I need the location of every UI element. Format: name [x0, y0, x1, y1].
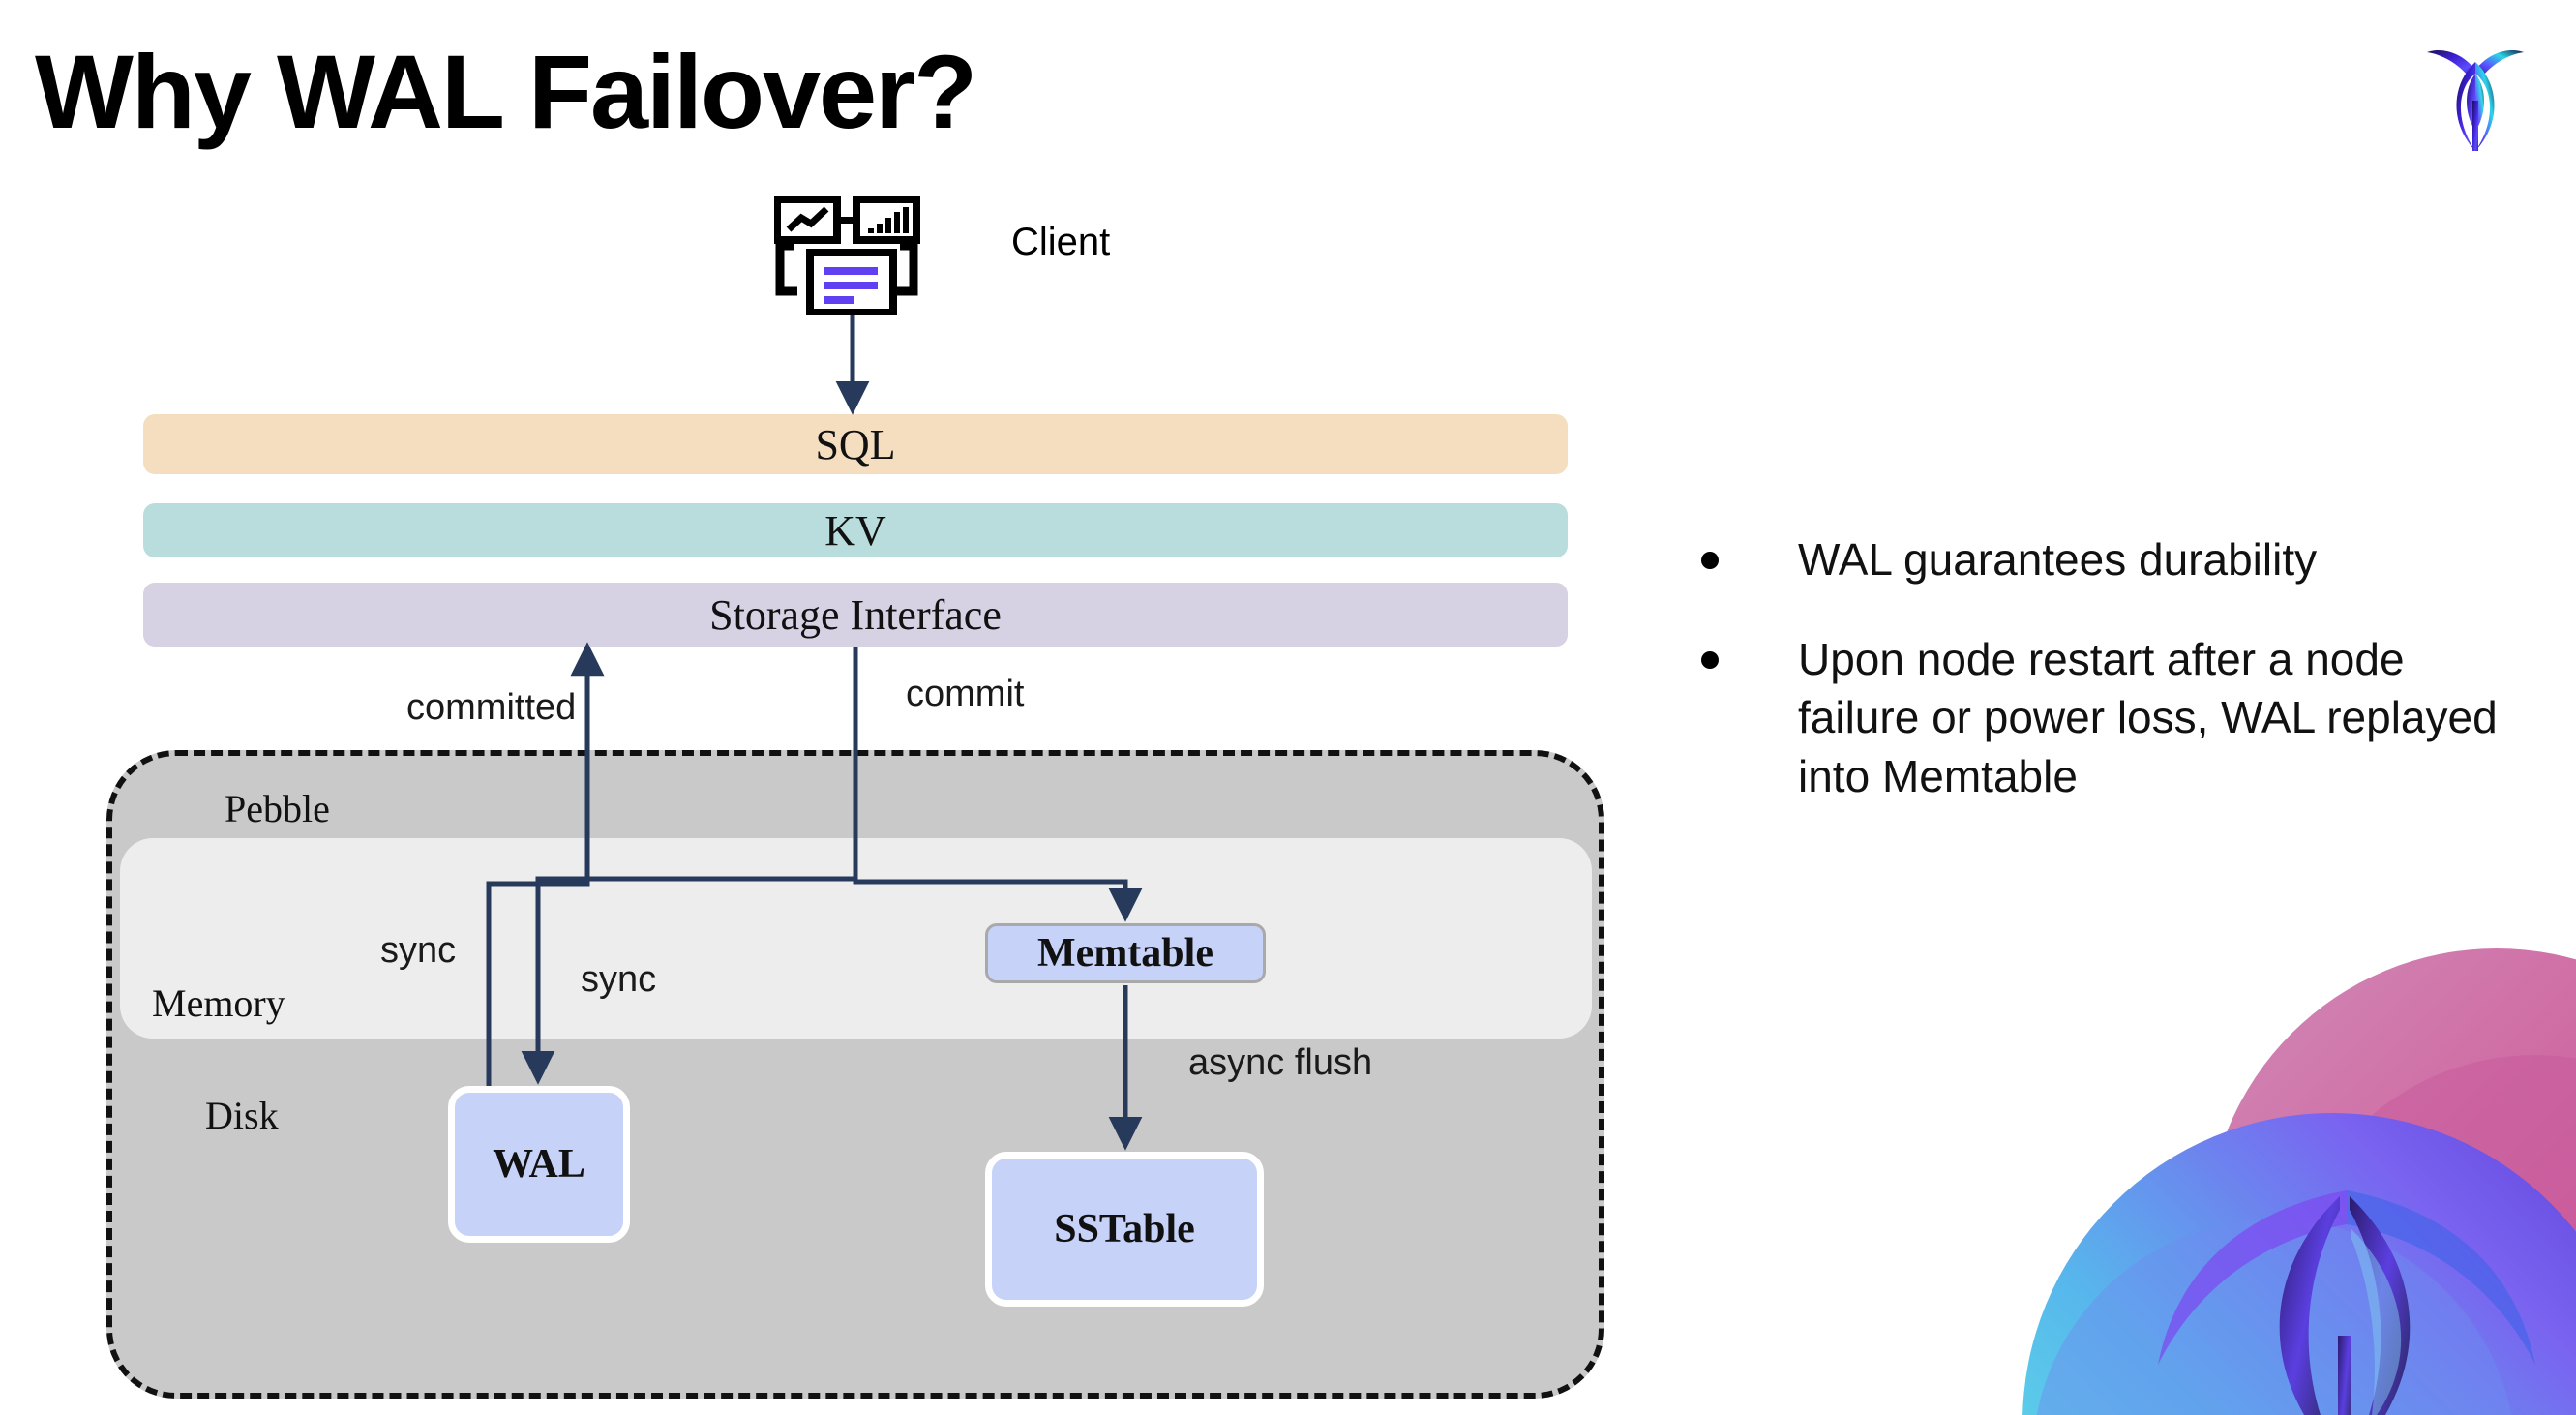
memory-region-label: Memory [152, 981, 285, 1025]
edge-label-committed: committed [406, 687, 577, 728]
node-label-sstable: SSTable [1054, 1207, 1195, 1251]
bullet-text: WAL guarantees durability [1798, 534, 2318, 585]
edge-label-sync-1: sync [380, 930, 457, 971]
decorative-gradient-artwork [2022, 948, 2576, 1415]
bullet-text: Upon node restart after a node failure o… [1798, 633, 2498, 802]
list-item: Upon node restart after a node failure o… [1701, 630, 2514, 806]
edge-label-async-flush: async flush [1188, 1042, 1373, 1083]
edge-label-sync-2: sync [581, 959, 657, 1000]
bullet-dot-icon [1701, 552, 1719, 569]
disk-region-label: Disk [205, 1094, 279, 1137]
layer-label-storage-interface: Storage Interface [709, 590, 1002, 639]
layer-bar-kv: KV [143, 503, 1568, 557]
memory-region [120, 838, 1592, 1039]
node-label-wal: WAL [493, 1142, 585, 1187]
node-memtable: Memtable [985, 923, 1266, 983]
layer-bar-storage-interface: Storage Interface [143, 583, 1568, 647]
layer-bar-sql: SQL [143, 414, 1568, 474]
edge-label-commit: commit [906, 674, 1025, 714]
pebble-label: Pebble [225, 787, 330, 830]
page-title: Why WAL Failover? [35, 33, 977, 150]
client-label: Client [1011, 221, 1111, 263]
list-item: WAL guarantees durability [1701, 530, 2514, 589]
bullet-dot-icon [1701, 650, 1719, 669]
cockroachdb-logo-icon [2427, 49, 2524, 151]
client-devices-icon [774, 196, 920, 315]
node-wal: WAL [448, 1086, 630, 1243]
layer-label-sql: SQL [815, 420, 896, 468]
node-sstable: SSTable [985, 1152, 1264, 1307]
node-label-memtable: Memtable [1037, 931, 1213, 976]
bullet-list: WAL guarantees durability Upon node rest… [1701, 530, 2514, 847]
layer-label-kv: KV [824, 506, 886, 555]
